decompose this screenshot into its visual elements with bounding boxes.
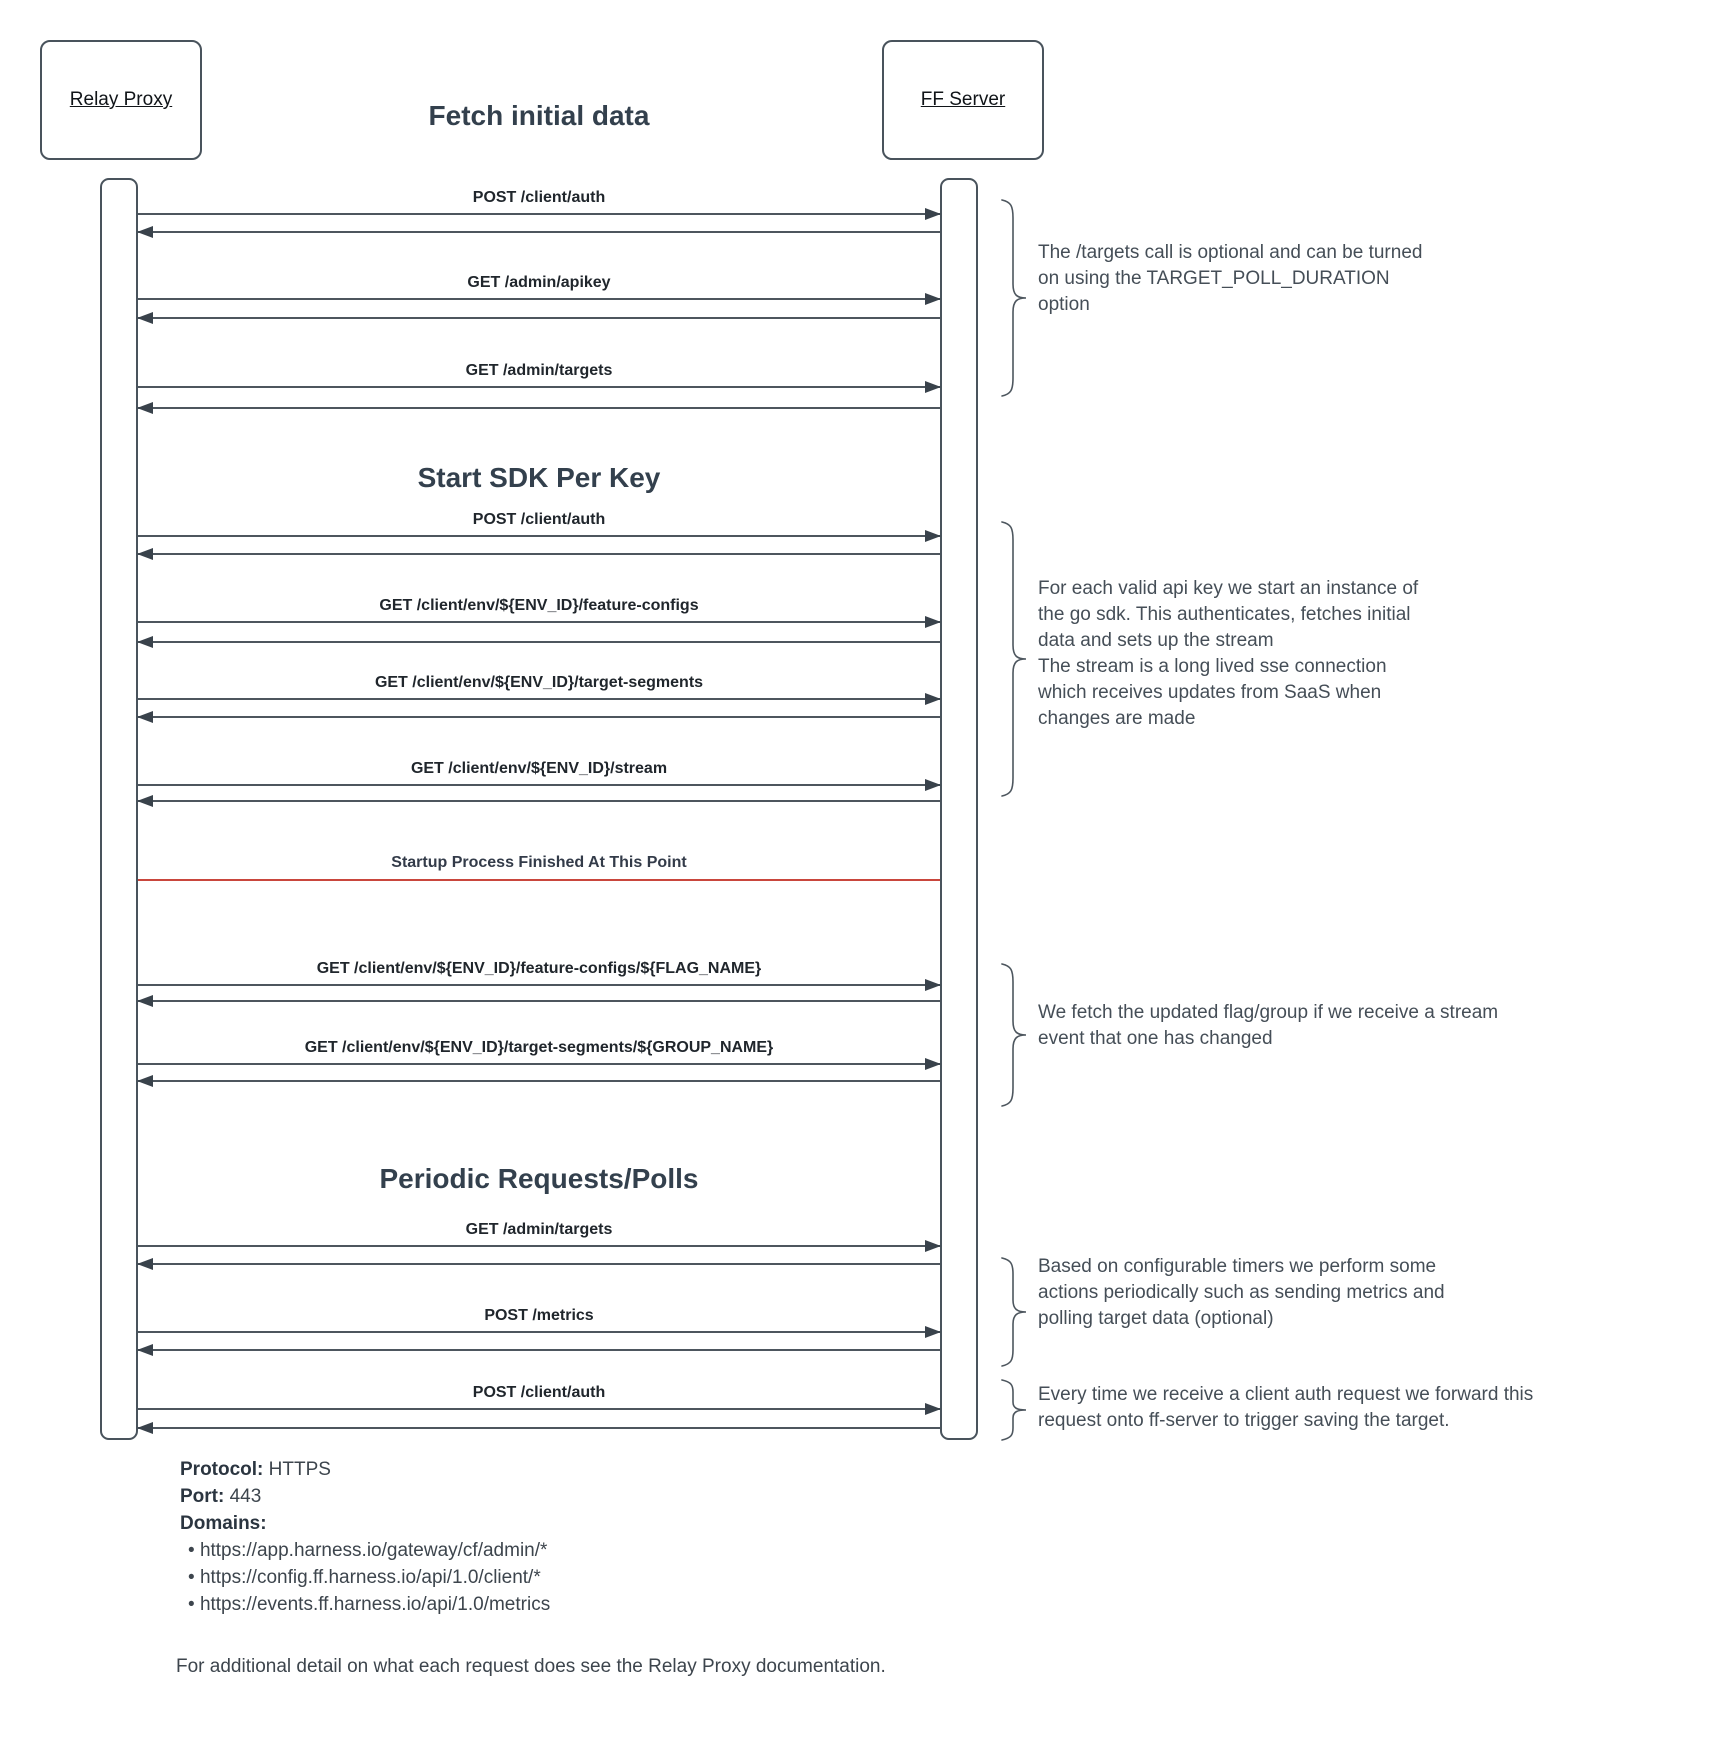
annotation-targets-optional: The /targets call is optional and can be… [1038,242,1423,315]
annotation-sdk-per-key: For each valid api key we start an insta… [1038,578,1419,729]
actor-relay-proxy-label: Relay Proxy [69,89,173,110]
annotation-brace [1001,199,1027,397]
arrowhead-left-icon [137,994,153,1007]
response-arrow [137,710,940,723]
annotation-periodic-timers: Based on configurable timers we perform … [1038,1256,1445,1329]
actor-relay-proxy: Relay Proxy [40,40,202,160]
response-arrow [137,994,940,1007]
port-value: 443 [224,1486,262,1507]
arrowhead-right-icon [925,615,941,628]
arrowhead-left-icon [137,635,153,648]
arrowhead-left-icon [137,225,153,238]
annotation-brace [1001,1257,1027,1367]
startup-finished-label: Startup Process Finished At This Point [391,854,687,871]
message-label: GET /client/env/${ENV_ID}/stream [410,760,668,777]
message-label: GET /admin/apikey [467,274,611,291]
message-label: GET /client/env/${ENV_ID}/feature-config… [379,597,699,614]
request-arrow [138,692,941,705]
message-label: POST /client/auth [472,189,606,206]
request-arrow [138,1057,941,1070]
domain-item: https://app.harness.io/gateway/cf/admin/… [180,1537,550,1564]
lifeline-relay-proxy [100,178,138,1440]
message-label: POST /client/auth [472,511,606,528]
arrowhead-right-icon [925,1402,941,1415]
response-arrow [137,1257,940,1270]
arrowhead-right-icon [925,692,941,705]
response-arrow [137,1074,940,1087]
response-arrow [137,547,940,560]
arrowhead-right-icon [925,1239,941,1252]
response-arrow [137,1343,940,1356]
arrowhead-right-icon [925,380,941,393]
arrowhead-left-icon [137,794,153,807]
response-arrow [137,1421,940,1434]
message-label: GET /admin/targets [465,362,613,379]
protocol-label: Protocol: [180,1459,264,1480]
arrowhead-right-icon [925,778,941,791]
arrowhead-right-icon [925,529,941,542]
request-arrow [138,292,941,305]
request-arrow [138,1239,941,1252]
arrowhead-left-icon [137,710,153,723]
lifeline-ff-server [940,178,978,1440]
annotation-stream-event-fetch: We fetch the updated flag/group if we re… [1038,1002,1499,1049]
arrowhead-right-icon [925,292,941,305]
request-arrow [138,978,941,991]
startup-finished-line [138,879,940,881]
protocol-value: HTTPS [263,1459,331,1480]
section-heading-start-sdk: Start SDK Per Key [417,462,661,493]
message-label: GET /client/env/${ENV_ID}/target-segment… [374,674,704,691]
domain-item: https://config.ff.harness.io/api/1.0/cli… [180,1564,550,1591]
annotation-brace [1001,1379,1027,1441]
annotation-auth-forward: Every time we receive a client auth requ… [1038,1384,1534,1431]
domains-label: Domains: [180,1513,267,1534]
documentation-note: For additional detail on what each reque… [176,1656,886,1677]
request-arrow [138,529,941,542]
request-arrow [138,380,941,393]
section-heading-periodic: Periodic Requests/Polls [379,1163,699,1194]
connection-info: Protocol: HTTPS Port: 443 Domains: https… [180,1456,550,1618]
port-label: Port: [180,1486,225,1507]
response-arrow [137,794,940,807]
request-arrow [138,778,941,791]
message-label: POST /metrics [484,1307,594,1324]
actor-ff-server: FF Server [882,40,1044,160]
request-arrow [138,1402,941,1415]
annotation-brace [1001,963,1027,1107]
arrowhead-left-icon [137,1343,153,1356]
message-label: GET /client/env/${ENV_ID}/target-segment… [304,1039,774,1056]
diagram-title: Fetch initial data [428,100,650,131]
port-line: Port: 443 [180,1483,550,1510]
arrowhead-left-icon [137,1421,153,1434]
arrowhead-left-icon [137,547,153,560]
response-arrow [137,225,940,238]
message-label: GET /client/env/${ENV_ID}/feature-config… [316,960,762,977]
domain-item: https://events.ff.harness.io/api/1.0/met… [180,1591,550,1618]
annotation-brace [1001,521,1027,797]
response-arrow [137,401,940,414]
arrowhead-left-icon [137,1074,153,1087]
message-label: GET /admin/targets [465,1221,613,1238]
response-arrow [137,635,940,648]
protocol-line: Protocol: HTTPS [180,1456,550,1483]
arrowhead-left-icon [137,401,153,414]
response-arrow [137,311,940,324]
arrowhead-right-icon [925,207,941,220]
arrowhead-right-icon [925,978,941,991]
arrowhead-left-icon [137,311,153,324]
arrowhead-right-icon [925,1325,941,1338]
request-arrow [138,1325,941,1338]
actor-ff-server-label: FF Server [920,89,1006,110]
request-arrow [138,207,941,220]
arrowhead-left-icon [137,1257,153,1270]
request-arrow [138,615,941,628]
message-label: POST /client/auth [472,1384,606,1401]
arrowhead-right-icon [925,1057,941,1070]
